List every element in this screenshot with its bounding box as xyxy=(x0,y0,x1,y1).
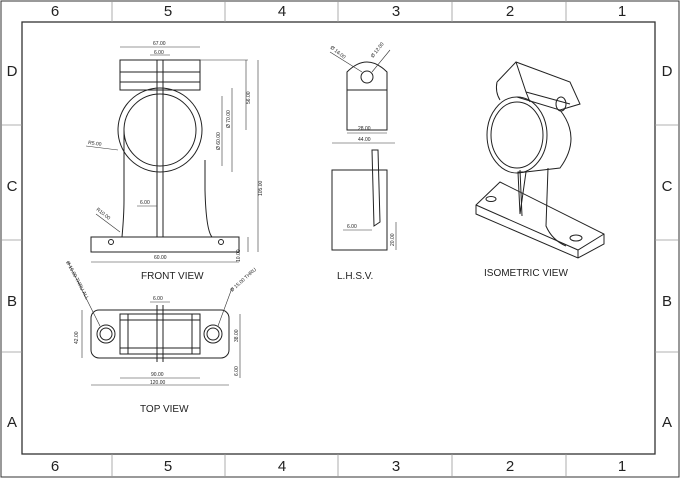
dim-front-radius: R5.00 xyxy=(88,140,102,148)
zone-bottom-3: 3 xyxy=(391,458,401,475)
zone-right-b: B xyxy=(661,293,672,310)
dim-top-depth: 42.00 xyxy=(74,331,80,344)
dim-side-hole-large: Ø 12.00 xyxy=(370,41,386,59)
top-view-label: TOP VIEW xyxy=(140,404,189,415)
zone-left-c: C xyxy=(6,178,18,195)
front-view-geometry xyxy=(90,59,240,253)
isometric-geometry xyxy=(475,61,605,259)
inner-border xyxy=(21,21,656,455)
front-view-label: FRONT VIEW xyxy=(141,271,204,282)
side-view-label: L.H.S.V. xyxy=(337,271,374,282)
zone-top-3: 3 xyxy=(391,3,401,20)
zone-top-2: 2 xyxy=(505,3,515,20)
dim-front-overall-height: 105.00 xyxy=(258,180,264,196)
side-view-geometry xyxy=(331,61,388,251)
zone-bottom-6: 6 xyxy=(50,458,60,475)
dim-front-bore-inner: Ø 60.00 xyxy=(216,132,222,150)
zone-right-a: A xyxy=(661,414,672,431)
dim-top-overall-width: 120.00 xyxy=(150,380,166,386)
zone-top-6: 6 xyxy=(50,3,60,20)
zone-bottom-5: 5 xyxy=(163,458,173,475)
front-view-dim-lines xyxy=(85,46,259,263)
zone-left-a: A xyxy=(6,414,17,431)
isometric-view-label: ISOMETRIC VIEW xyxy=(484,268,568,279)
zone-left-d: D xyxy=(6,63,18,80)
dim-front-rib: 6.00 xyxy=(140,200,150,206)
zone-top-5: 5 xyxy=(163,3,173,20)
dim-front-slot-top: 6.00 xyxy=(154,50,164,56)
dim-top-inner-width: 90.00 xyxy=(151,372,164,378)
dim-side-rib: 6.00 xyxy=(347,224,357,230)
zone-bottom-4: 4 xyxy=(277,458,287,475)
top-view-geometry xyxy=(90,305,230,362)
top-view-dim-lines xyxy=(67,261,241,386)
dim-top-inner-depth: 38.00 xyxy=(234,329,240,342)
zone-ticks xyxy=(1,1,679,477)
dim-front-height-top: 56.00 xyxy=(246,91,252,104)
dim-side-base: 20.00 xyxy=(390,233,396,246)
dim-top-rib: 6.00 xyxy=(234,366,240,376)
dim-top-hole-right: Ø 15.00 THRU xyxy=(229,267,258,294)
zone-right-c: C xyxy=(661,178,673,195)
dim-front-base-thickness: 10.00 xyxy=(236,249,242,262)
dim-front-base-width: 60.00 xyxy=(154,255,167,261)
dim-front-bore-outer: Ø 70.00 xyxy=(226,110,232,128)
dim-side-width-a: 28.00 xyxy=(358,126,371,132)
zone-left-b: B xyxy=(6,293,17,310)
side-view-dim-lines xyxy=(329,49,397,250)
dim-front-width-top: 67.00 xyxy=(153,41,166,47)
zone-bottom-2: 2 xyxy=(505,458,515,475)
zone-top-1: 1 xyxy=(617,3,627,20)
zone-top-4: 4 xyxy=(277,3,287,20)
dim-top-hole-left: Ø 15.00 THRU ALL xyxy=(64,260,90,301)
zone-bottom-1: 1 xyxy=(617,458,627,475)
zone-right-d: D xyxy=(661,63,673,80)
dim-top-slot: 6.00 xyxy=(153,296,163,302)
dim-side-width-b: 44.00 xyxy=(358,137,371,143)
